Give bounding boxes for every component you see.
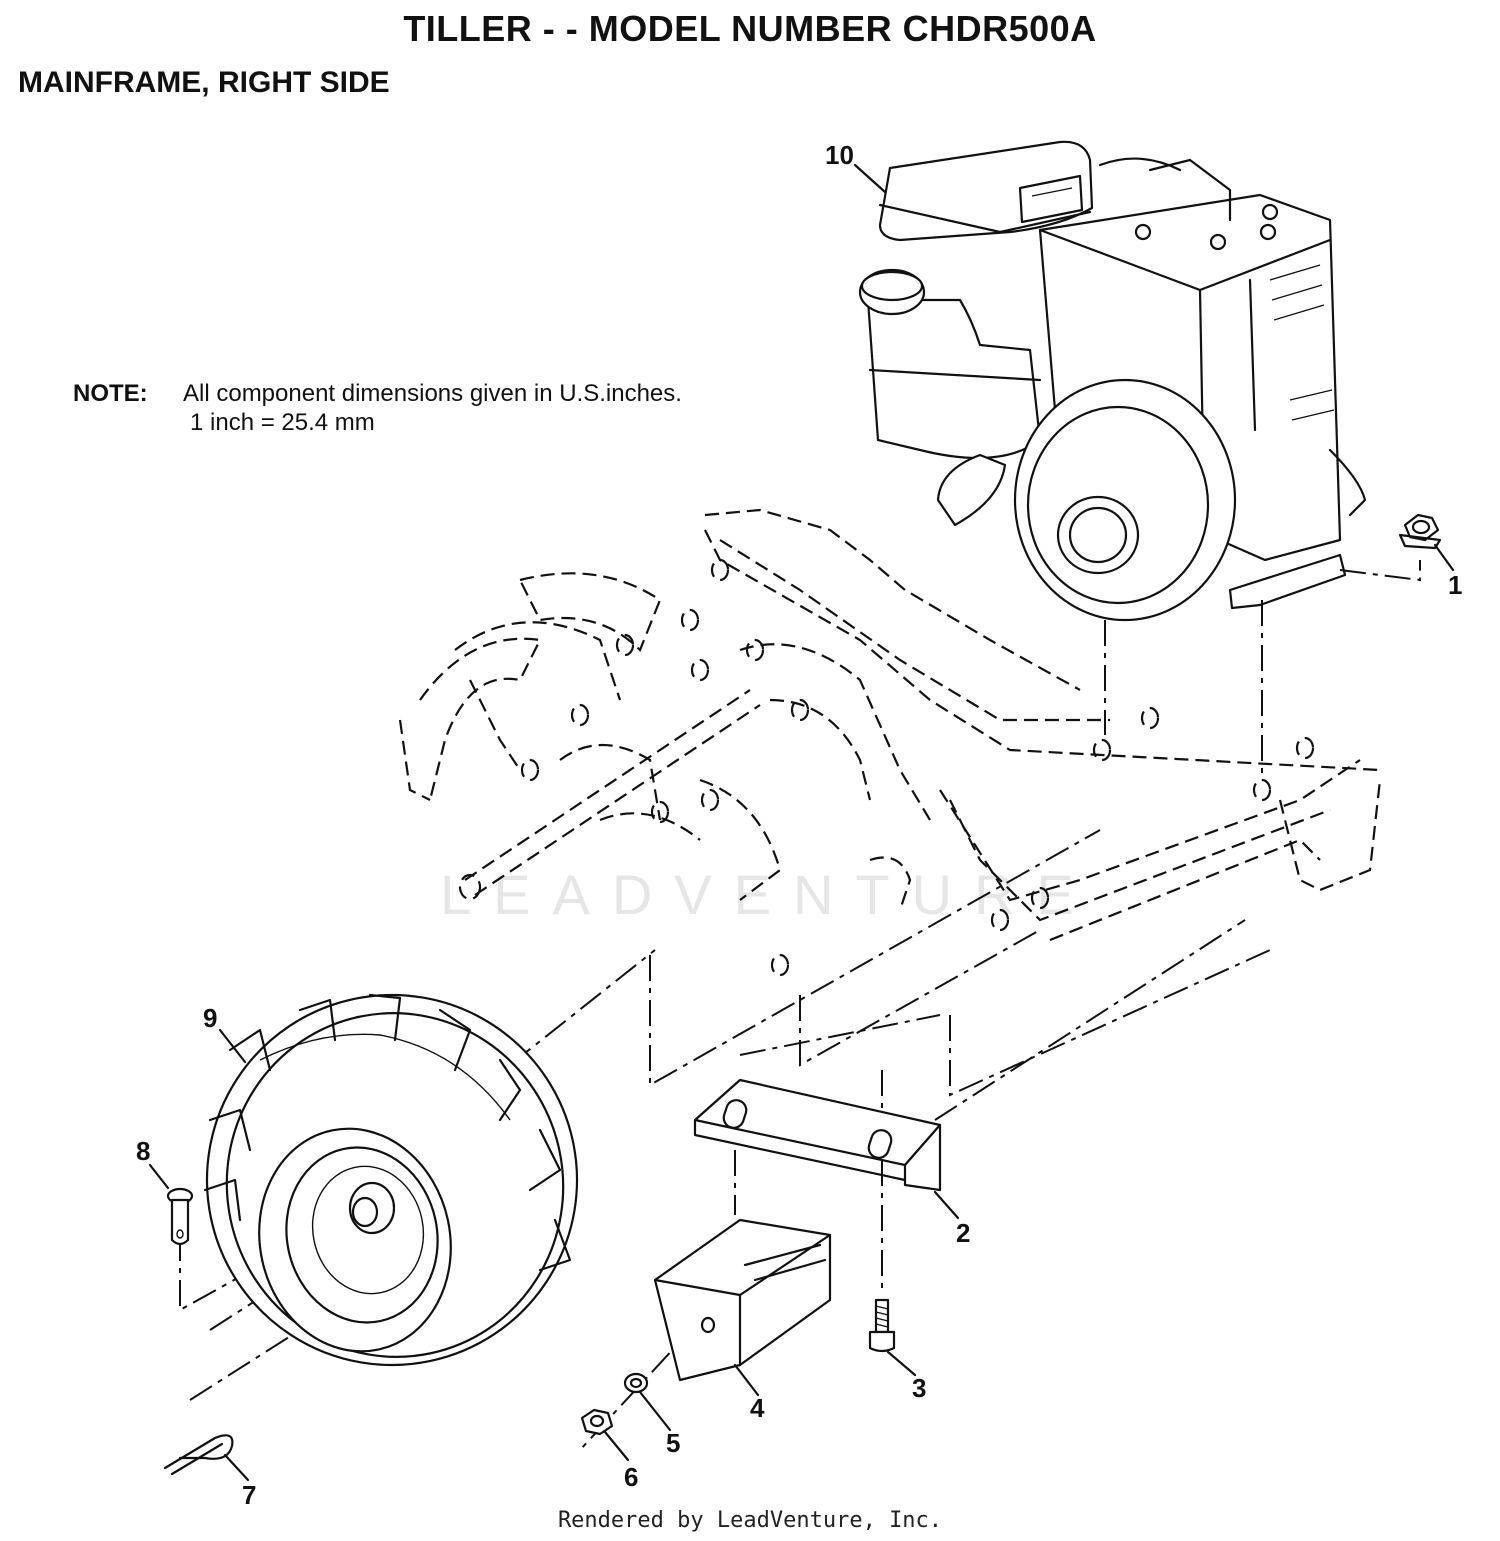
wheel-weight-part-4: [653, 1218, 832, 1382]
page-subtitle: MAINFRAME, RIGHT SIDE: [18, 66, 390, 99]
mounting-plate-part-2: [693, 1078, 942, 1192]
callout-5: 5: [666, 1428, 681, 1458]
hairpin-clip-part-7: [163, 1434, 234, 1476]
footer-credit: Rendered by LeadVenture, Inc.: [557, 1508, 943, 1533]
callout-8: 8: [136, 1136, 151, 1166]
callout-9: 9: [203, 1003, 218, 1033]
callout-6: 6: [624, 1462, 639, 1492]
engine: [858, 140, 1367, 622]
callout-3: 3: [912, 1373, 927, 1403]
bolt-part-3: [868, 1298, 896, 1353]
lock-washer-part-5: [623, 1372, 649, 1394]
callout-10: 10: [825, 140, 854, 170]
callout-7: 7: [242, 1480, 257, 1510]
flange-nut-part-1: [1398, 513, 1442, 550]
note-text: All component dimensions given in U.S.in…: [183, 380, 682, 407]
tine-assembly-reference: [398, 508, 1382, 977]
hex-nut-part-6: [580, 1408, 614, 1436]
note-label: NOTE:: [73, 380, 148, 407]
assembly-center-lines: [179, 560, 1421, 1451]
callout-leader-lines: [148, 163, 1455, 1482]
wheel-and-tire-part-9: [203, 993, 579, 1367]
page-title: TILLER - - MODEL NUMBER CHDR500A: [403, 8, 1097, 49]
watermark: LEADVENTURE: [440, 863, 1096, 926]
callout-4: 4: [750, 1393, 765, 1423]
note-conversion: 1 inch = 25.4 mm: [190, 409, 375, 436]
clevis-pin-part-8: [166, 1187, 194, 1246]
callout-2: 2: [956, 1218, 971, 1248]
callout-1: 1: [1448, 570, 1463, 600]
